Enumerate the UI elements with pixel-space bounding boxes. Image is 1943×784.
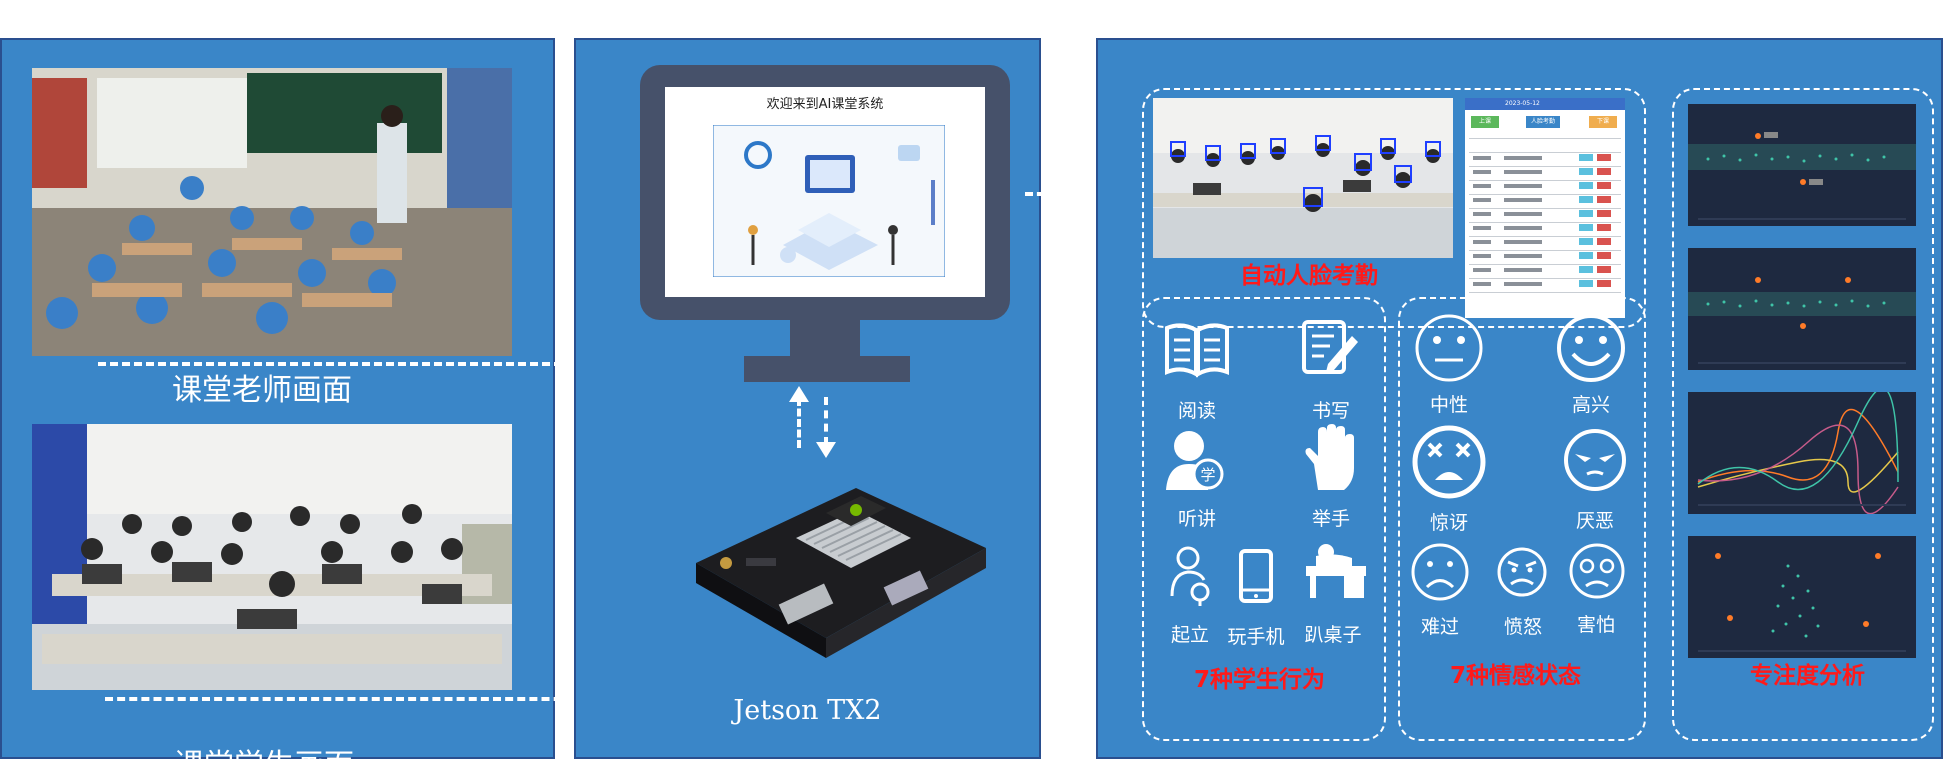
student-feed-connector (105, 697, 598, 701)
monitor-screen: 欢迎来到AI课堂系统 (665, 87, 985, 297)
student-classroom-image (32, 424, 512, 690)
attendance-rows (1469, 138, 1621, 293)
classroom-video-panel: 课堂老师画面 课堂学生 (0, 38, 555, 783)
emotion-label-happy: 高兴 (1571, 394, 1610, 416)
disgusted-face-icon (1564, 429, 1626, 491)
device-label: Jetson TX2 (733, 695, 882, 726)
writing-icon (1302, 320, 1358, 374)
attendance-title: 自动人脸考勤 (1240, 263, 1378, 289)
attention-distribution-chart (1698, 553, 1906, 652)
book-icon (1165, 323, 1229, 378)
emotion-section (1398, 297, 1646, 741)
behavior-label-writing: 书写 (1311, 400, 1350, 422)
upload-connector (797, 398, 801, 448)
face-attendance-button[interactable]: 人脸考勤 (1526, 116, 1560, 128)
emotion-label-neutral: 中性 (1429, 394, 1468, 416)
face-detection-image (1153, 98, 1453, 258)
behavior-label-phone: 玩手机 (1227, 626, 1285, 648)
analysis-results-panel: 2023-05-12 上课 人脸考勤 下课 (1096, 38, 1943, 759)
start-class-button[interactable]: 上课 (1471, 116, 1499, 128)
attention-title: 专注度分析 (1750, 663, 1865, 689)
behavior-section (1142, 297, 1386, 741)
teacher-view-caption: 课堂老师画面 (172, 373, 352, 408)
attendance-table-header (1465, 98, 1625, 110)
attendance-camera-view (1153, 98, 1453, 258)
emotion-label-disgusted: 厌恶 (1575, 510, 1614, 532)
fearful-face-icon (1569, 543, 1625, 599)
attendance-date: 2023-05-12 (1505, 100, 1540, 107)
edge-device-panel: 欢迎来到AI课堂系统 (574, 38, 1041, 759)
download-connector (824, 397, 828, 445)
teacher-classroom-image (32, 68, 512, 356)
monitor-title: 欢迎来到AI课堂系统 (766, 97, 884, 112)
behavior-label-standing: 起立 (1170, 624, 1209, 646)
angry-face-icon (1497, 547, 1547, 597)
attendance-controls: 上课 人脸考勤 下课 (1471, 116, 1621, 130)
attention-scatter-chart-1 (1688, 132, 1916, 220)
emotion-title: 7种情感状态 (1450, 663, 1582, 689)
listening-student-icon: 学 (1166, 431, 1224, 490)
ai-classroom-illustration (713, 125, 945, 277)
attention-line-chart (1697, 387, 1906, 515)
monitor: 欢迎来到AI课堂系统 (640, 65, 1010, 382)
teacher-feed-connector (98, 362, 598, 366)
sad-face-icon (1411, 543, 1469, 601)
attendance-table: 2023-05-12 上课 人脸考勤 下课 (1465, 98, 1625, 318)
arrow-down-icon (816, 442, 836, 458)
arrow-up-icon (789, 386, 809, 402)
monitor-neck (790, 320, 860, 356)
behavior-label-hand-raising: 举手 (1311, 508, 1350, 530)
emotion-label-fear: 害怕 (1576, 614, 1615, 636)
raised-hand-icon (1305, 424, 1354, 490)
attention-scatter-chart-2 (1688, 277, 1916, 364)
emotion-label-angry: 愤怒 (1503, 616, 1542, 638)
desk-icon (1306, 544, 1366, 598)
neutral-face-icon (1415, 314, 1483, 382)
attention-dashboard-1 (1688, 104, 1916, 226)
happy-face-icon (1557, 314, 1625, 382)
emotion-label-surprised: 惊讶 (1429, 512, 1468, 534)
surprised-face-icon (1412, 425, 1486, 499)
phone-icon (1239, 549, 1273, 603)
emotion-label-sad: 难过 (1420, 616, 1459, 638)
attention-section (1672, 88, 1934, 741)
teacher-camera-view (32, 68, 512, 356)
attention-dashboard-2 (1688, 248, 1916, 370)
behavior-label-lying-on-desk: 趴桌子 (1304, 624, 1362, 646)
student-camera-view (32, 424, 512, 690)
jetson-board-image (696, 488, 986, 658)
standing-person-icon (1170, 546, 1210, 606)
behavior-label-reading: 阅读 (1177, 400, 1216, 422)
attention-dashboard-3 (1688, 387, 1916, 515)
to-analysis-connector (1025, 192, 1140, 196)
behavior-label-listening: 听讲 (1177, 508, 1216, 530)
student-view-caption: 课堂学生画面 (174, 748, 354, 783)
attendance-section (1142, 88, 1646, 328)
behavior-title: 7种学生行为 (1194, 667, 1326, 693)
end-class-button[interactable]: 下课 (1589, 116, 1617, 128)
attention-dashboard-4 (1688, 536, 1916, 658)
monitor-base (744, 356, 910, 382)
svg-text:学: 学 (1200, 466, 1215, 484)
